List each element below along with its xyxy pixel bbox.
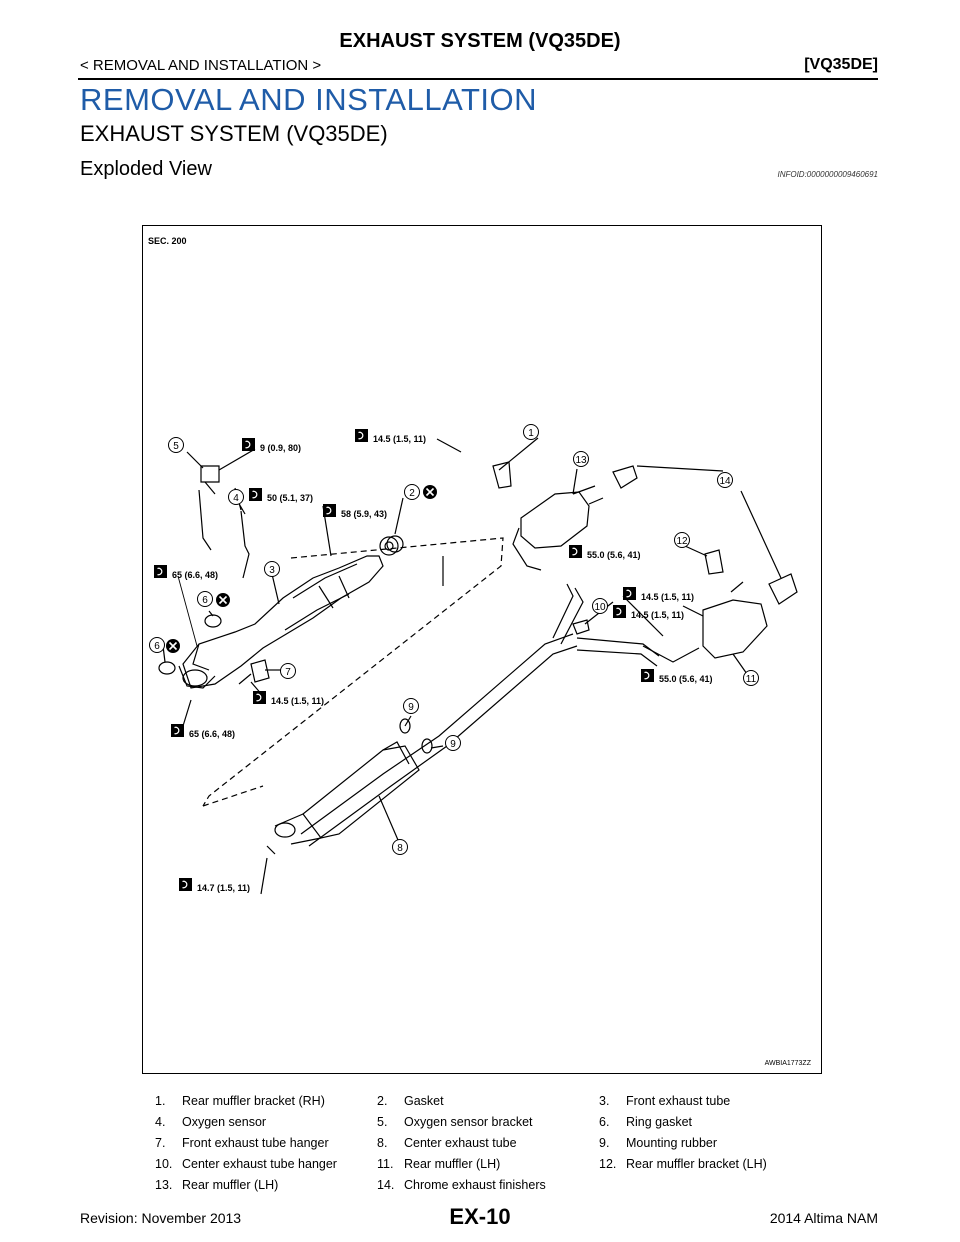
main-heading: REMOVAL AND INSTALLATION <box>80 82 538 117</box>
table-row: 13. Rear muffler (LH) 14. Chrome exhaust… <box>155 1178 821 1199</box>
non-reusable-icon <box>215 592 231 608</box>
non-reusable-icon <box>422 484 438 500</box>
torque-icon <box>248 487 263 502</box>
footer-page-number: EX-10 <box>449 1204 511 1229</box>
document-title: EXHAUST SYSTEM (VQ35DE) <box>339 30 621 52</box>
part-number: 8. <box>377 1136 388 1150</box>
part-number: 3. <box>599 1094 610 1108</box>
torque-icon <box>612 604 627 619</box>
model-tag: [VQ35DE] <box>804 56 878 73</box>
exploded-view-drawing: SEC. 200 <box>148 236 812 1067</box>
torque-icon <box>153 564 168 579</box>
part-number: 7. <box>155 1136 166 1150</box>
torque-labels: 9 (0.9, 80) 14.5 (1.5, 11) 50 (5.1, 37) … <box>153 428 713 893</box>
torque-icon <box>622 586 637 601</box>
torque-icon <box>322 503 337 518</box>
callout-number: 10 <box>594 602 606 613</box>
part-name: Rear muffler (LH) <box>182 1178 279 1192</box>
part-number: 13. <box>155 1178 173 1192</box>
torque-icon <box>178 877 193 892</box>
torque-icon <box>241 437 256 452</box>
torque-label: 55.0 (5.6, 41) <box>659 674 713 684</box>
callout-number: 14 <box>719 476 731 487</box>
part-name: Mounting rubber <box>626 1136 718 1150</box>
table-row: 1. Rear muffler bracket (RH) 2. Gasket 3… <box>155 1094 821 1115</box>
torque-label: 14.5 (1.5, 11) <box>271 696 324 706</box>
torque-label: 65 (6.6, 48) <box>172 570 218 580</box>
part-number: 1. <box>155 1094 166 1108</box>
part-name: Chrome exhaust finishers <box>404 1178 546 1192</box>
header-rule <box>78 78 878 80</box>
part-number: 11. <box>377 1157 394 1171</box>
part-name: Gasket <box>404 1094 444 1108</box>
part-number: 10. <box>155 1157 173 1171</box>
table-row: 7. Front exhaust tube hanger 8. Center e… <box>155 1136 821 1157</box>
exhaust-drawing <box>158 437 798 895</box>
part-name: Rear muffler bracket (LH) <box>626 1157 767 1171</box>
footer-model: 2014 Altima NAM <box>769 1210 878 1226</box>
part-name: Oxygen sensor bracket <box>404 1115 533 1129</box>
part-name: Rear muffler (LH) <box>404 1157 501 1171</box>
sub-heading: EXHAUST SYSTEM (VQ35DE) <box>80 121 388 146</box>
torque-icon <box>170 723 185 738</box>
part-name: Center exhaust tube hanger <box>182 1157 337 1171</box>
torque-label: 14.5 (1.5, 11) <box>641 592 694 602</box>
torque-icon <box>252 690 267 705</box>
torque-label: 14.5 (1.5, 11) <box>631 610 684 620</box>
part-number: 2. <box>377 1094 388 1108</box>
part-number: 4. <box>155 1115 166 1129</box>
callout-number: 2 <box>409 488 415 499</box>
callout-number: 9 <box>450 739 456 750</box>
torque-label: 65 (6.6, 48) <box>189 729 235 739</box>
non-reusable-markers <box>165 484 438 654</box>
part-name: Front exhaust tube hanger <box>182 1136 329 1150</box>
part-number: 9. <box>599 1136 610 1150</box>
part-name: Front exhaust tube <box>626 1094 731 1108</box>
part-name: Oxygen sensor <box>182 1115 267 1129</box>
figure-code: AWBIA1773ZZ <box>765 1060 812 1067</box>
callout-number: 1 <box>528 428 534 439</box>
callout-number: 12 <box>676 536 688 547</box>
part-name: Ring gasket <box>626 1115 693 1129</box>
torque-label: 55.0 (5.6, 41) <box>587 550 641 560</box>
callout-number: 7 <box>285 667 291 678</box>
exploded-view-figure: SEC. 200 <box>142 225 822 1074</box>
part-name: Rear muffler bracket (RH) <box>182 1094 325 1108</box>
view-heading: Exploded View <box>80 158 212 180</box>
torque-icon <box>568 544 583 559</box>
part-number: 6. <box>599 1115 610 1129</box>
callout-number: 6 <box>202 595 208 606</box>
torque-label: 14.5 (1.5, 11) <box>373 434 426 444</box>
torque-label: 14.7 (1.5, 11) <box>197 883 250 893</box>
part-number: 12. <box>599 1157 617 1171</box>
callout-number: 13 <box>575 455 587 466</box>
callout-number: 3 <box>269 565 275 576</box>
callouts: 1 2 3 4 5 6 6 7 8 9 9 10 11 12 <box>149 424 759 855</box>
info-id: INFOID:0000000009460691 <box>777 170 878 179</box>
torque-label: 58 (5.9, 43) <box>341 509 387 519</box>
torque-icon <box>354 428 369 443</box>
torque-icon <box>640 668 655 683</box>
callout-number: 8 <box>397 843 403 854</box>
part-name <box>626 1178 821 1199</box>
parts-legend-table: 1. Rear muffler bracket (RH) 2. Gasket 3… <box>155 1094 821 1199</box>
part-name: Center exhaust tube <box>404 1136 517 1150</box>
table-row: 4. Oxygen sensor 5. Oxygen sensor bracke… <box>155 1115 821 1136</box>
footer-revision: Revision: November 2013 <box>80 1210 242 1226</box>
torque-label: 9 (0.9, 80) <box>260 443 301 453</box>
torque-label: 50 (5.1, 37) <box>267 493 313 503</box>
part-number <box>599 1178 626 1199</box>
callout-number: 9 <box>408 702 414 713</box>
callout-number: 5 <box>173 441 179 452</box>
non-reusable-icon <box>165 638 181 654</box>
section-number: SEC. 200 <box>148 236 187 246</box>
part-number: 5. <box>377 1115 388 1129</box>
callout-number: 11 <box>746 674 757 685</box>
callout-number: 6 <box>154 641 160 652</box>
table-row: 10. Center exhaust tube hanger 11. Rear … <box>155 1157 821 1178</box>
part-number: 14. <box>377 1178 395 1192</box>
section-breadcrumb: < REMOVAL AND INSTALLATION > <box>80 57 322 74</box>
callout-number: 4 <box>233 493 239 504</box>
